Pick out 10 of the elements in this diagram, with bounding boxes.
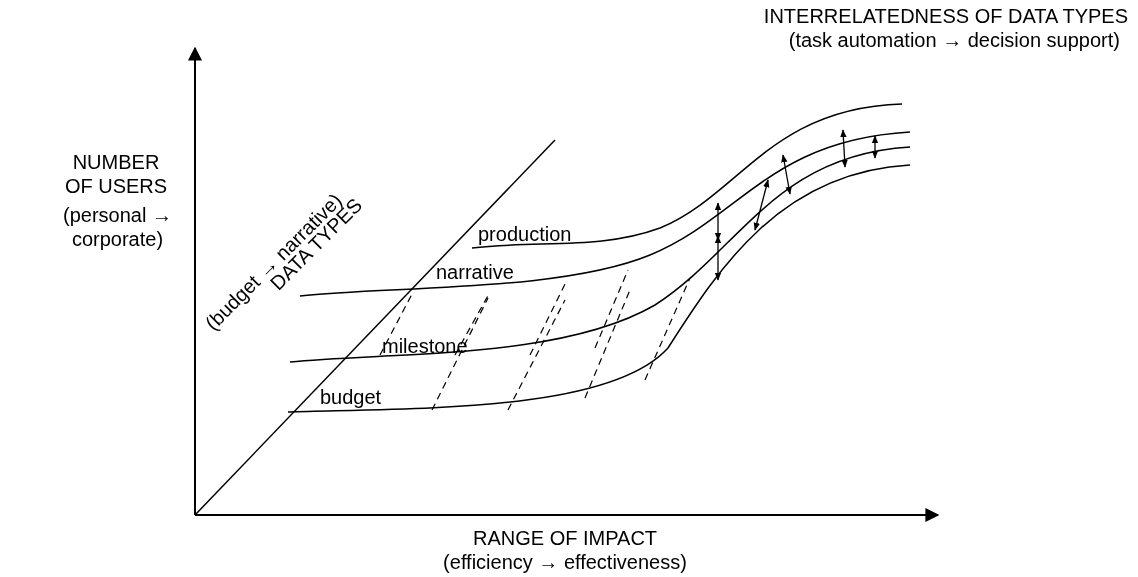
axis-title: NUMBER OF USERS (63, 150, 169, 198)
curve-label: budget (320, 385, 382, 409)
curve-label: production (478, 222, 572, 246)
chart-title: INTERRELATEDNESS OF DATA TYPES (763, 4, 1128, 28)
curve-label: milestone (382, 334, 468, 358)
axis-subtitle: (personal → corporate) (62, 203, 173, 251)
axis-subtitle: (efficiency → effectiveness) (443, 550, 687, 574)
axis-title: RANGE OF IMPACT (472, 526, 658, 550)
chart-subtitle: (task automation → decision support) (788, 28, 1120, 52)
curve-label: narrative (436, 260, 514, 284)
